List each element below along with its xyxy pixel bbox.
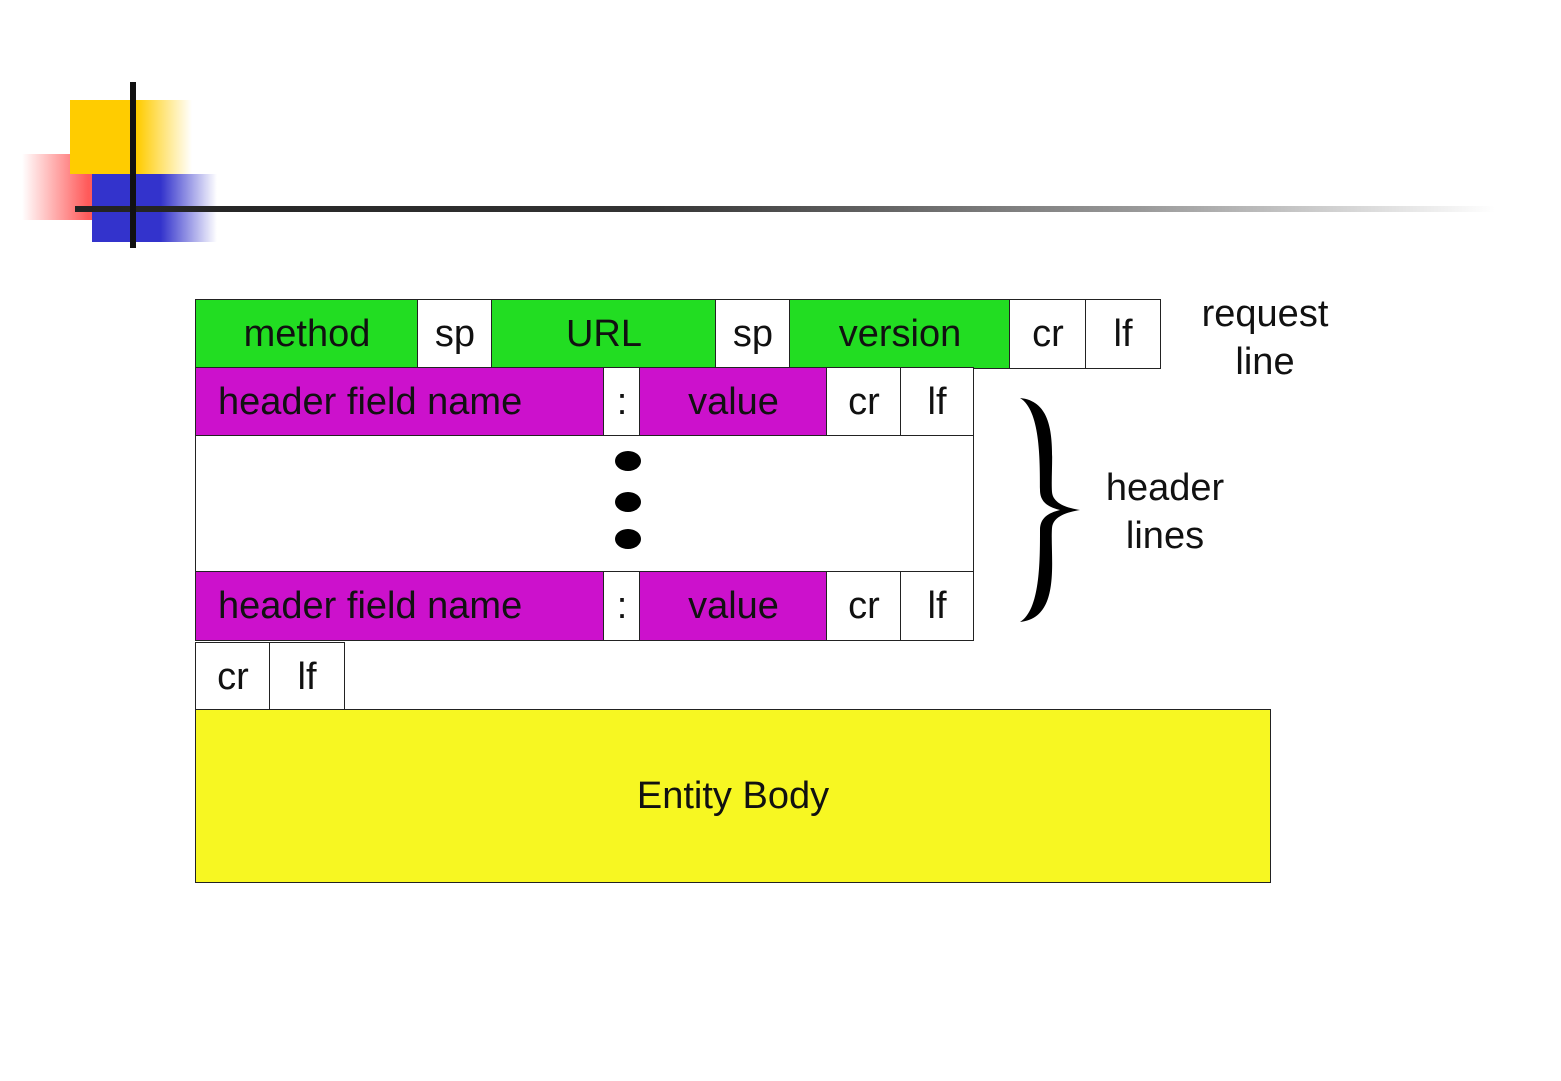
header-lines-label-2: lines xyxy=(1085,512,1245,560)
request-method-cell: method xyxy=(195,299,419,369)
header-cr-cell-2: cr xyxy=(826,571,902,641)
entity-body-cell: Entity Body xyxy=(195,709,1271,883)
request-lf-cell: lf xyxy=(1085,299,1161,369)
header-value-cell-2: value xyxy=(639,571,828,641)
header-lf-cell-2: lf xyxy=(900,571,974,641)
header-field-name-cell-1: header field name xyxy=(195,367,605,437)
request-cr-cell: cr xyxy=(1009,299,1087,369)
header-cr-cell-1: cr xyxy=(826,367,902,437)
request-sp-cell-1: sp xyxy=(417,299,493,369)
header-value-cell-1: value xyxy=(639,367,828,437)
decor-horizontal-rule xyxy=(75,206,1495,212)
request-line-label: request line xyxy=(1180,290,1350,386)
ellipsis-dot-3 xyxy=(615,529,641,549)
header-lines-label: header lines xyxy=(1085,464,1245,560)
blank-line-lf-cell: lf xyxy=(269,642,345,712)
header-lines-label-1: header xyxy=(1085,464,1245,512)
request-version-cell: version xyxy=(789,299,1011,369)
ellipsis-dot-2 xyxy=(615,492,641,512)
header-field-name-cell-2: header field name xyxy=(195,571,605,641)
request-url-cell: URL xyxy=(491,299,717,369)
header-lf-cell-1: lf xyxy=(900,367,974,437)
request-line-label-2: line xyxy=(1180,338,1350,386)
request-line-label-1: request xyxy=(1180,290,1350,338)
ellipsis-dot-1 xyxy=(615,451,641,471)
header-colon-cell-2: : xyxy=(603,571,641,641)
decor-vertical-rule xyxy=(130,82,136,248)
request-sp-cell-2: sp xyxy=(715,299,791,369)
header-colon-cell-1: : xyxy=(603,367,641,437)
header-ellipsis-box xyxy=(195,435,974,573)
blank-line-cr-cell: cr xyxy=(195,642,271,712)
curly-brace-icon xyxy=(1010,392,1090,628)
